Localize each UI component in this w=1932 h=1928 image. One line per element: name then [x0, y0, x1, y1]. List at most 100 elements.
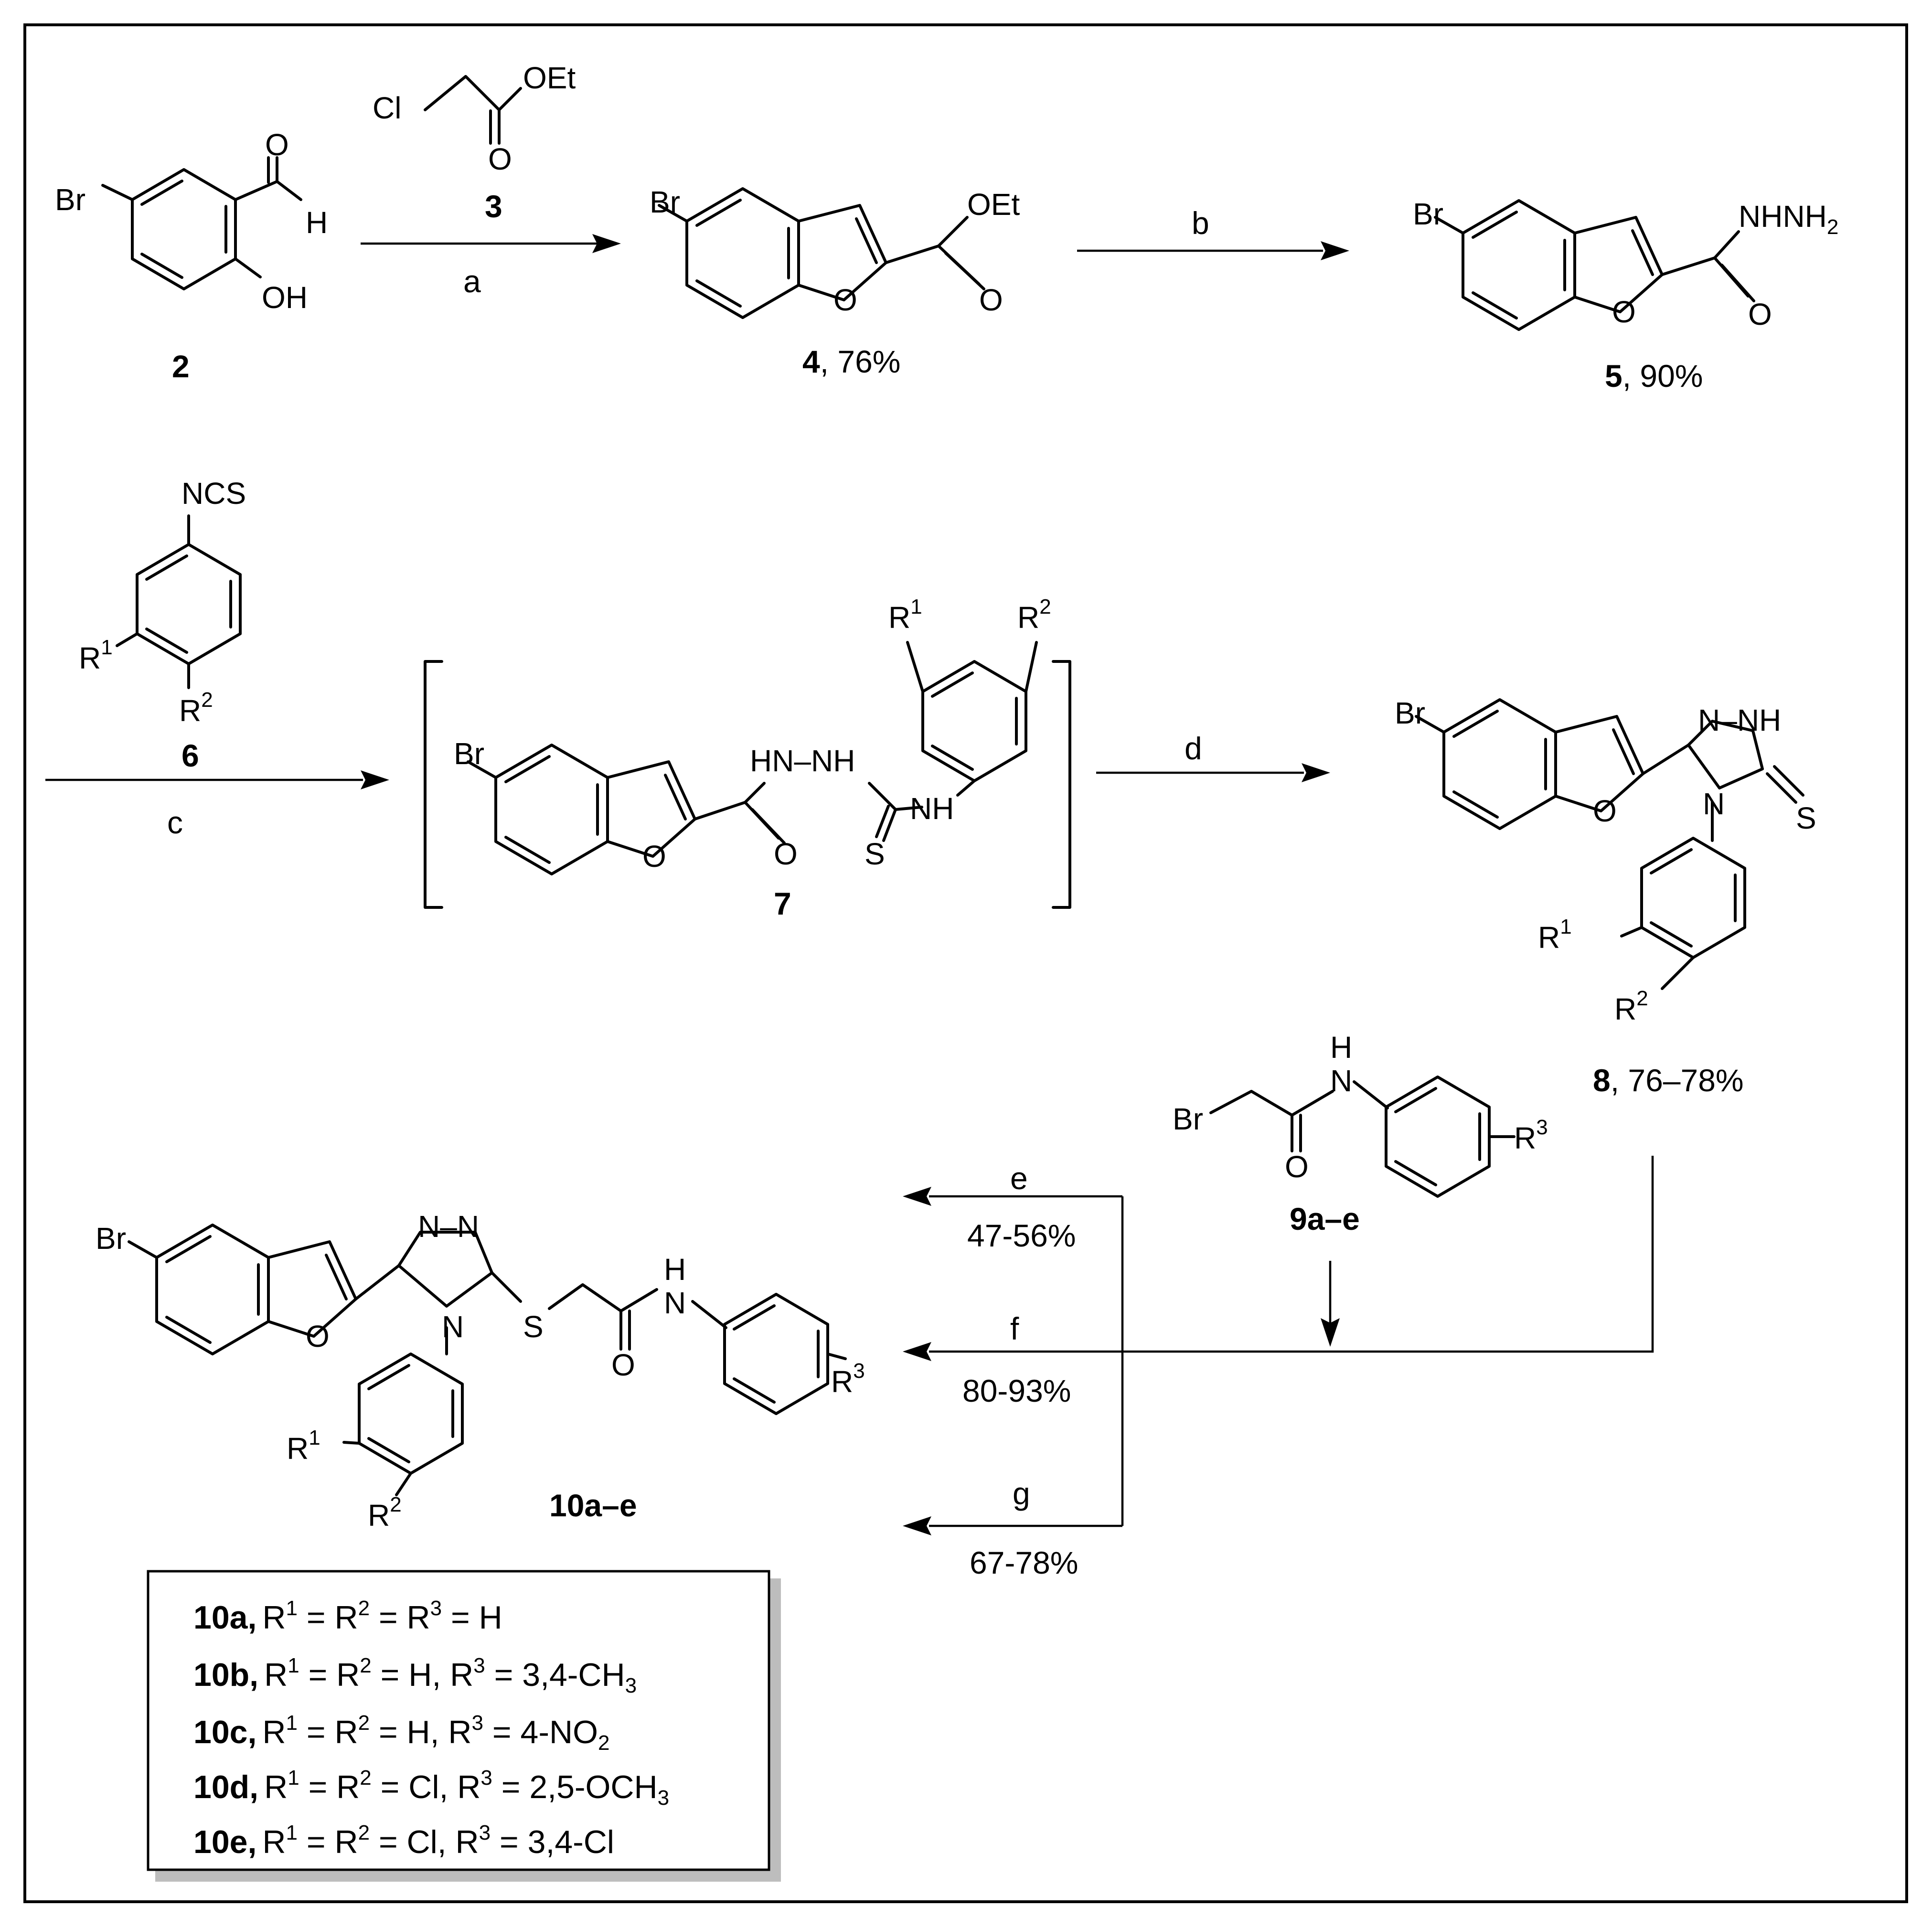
compound-8-yield: , 76–78% — [1611, 1063, 1744, 1098]
atom-n-n: N–N — [418, 1209, 479, 1244]
yield-f: 80-93% — [962, 1373, 1071, 1408]
compound-6-structure: NCS R1 R2 — [79, 476, 246, 728]
compound-8-id: 8 — [1593, 1063, 1611, 1098]
legend-rows: 10a,R1 = R2 = R3 = H 10b,R1 = R2 = H, R3… — [193, 1597, 669, 1860]
atom-o: O — [1593, 794, 1617, 828]
arrow-g — [903, 1516, 1122, 1535]
atom-n: N — [1330, 1064, 1352, 1098]
svg-text:8, 76–78%: 8, 76–78% — [1593, 1063, 1744, 1098]
legend-row: 10b,R1 = R2 = H, R3 = 3,4-CH3 — [193, 1654, 637, 1697]
compound-7-structure: Br O O HN–NH S NH R1 R2 — [454, 595, 1051, 874]
compound-4-id: 4 — [802, 344, 820, 379]
reagent-a: a — [463, 264, 481, 299]
atom-o: O — [1285, 1150, 1309, 1184]
bracket-left — [424, 660, 443, 909]
atom-r1: R1 — [888, 595, 922, 635]
reagent-d: d — [1185, 731, 1202, 766]
compound-2-structure: Br O H OH — [55, 128, 328, 315]
atom-r1: R1 — [1538, 915, 1572, 955]
atom-br: Br — [1173, 1102, 1203, 1136]
atom-r2: R2 — [1614, 987, 1648, 1026]
atom-n-nh: N–NH — [1698, 703, 1781, 737]
yield-g: 67-78% — [970, 1545, 1078, 1580]
atom-nh: NH — [910, 791, 954, 826]
arrow-from-9 — [1321, 1261, 1340, 1347]
compound-4-label: 4, 76% — [802, 344, 901, 379]
compound-3-label: 3 — [485, 189, 502, 224]
atom-o: O — [774, 837, 798, 871]
compound-3-structure: Cl OEt O — [373, 61, 576, 176]
atom-oet: OEt — [523, 61, 576, 95]
compound-5-structure: Br O NHNH2 O — [1413, 197, 1838, 331]
atom-s: S — [1796, 801, 1816, 835]
atom-n: N — [1703, 787, 1725, 821]
arrow-a — [361, 234, 621, 253]
reagent-g: g — [1013, 1476, 1030, 1511]
atom-r3: R3 — [831, 1359, 865, 1399]
compound-10-label: 10a–e — [549, 1488, 637, 1523]
connector-from-8 — [1122, 1156, 1654, 1353]
atom-r2: R2 — [368, 1493, 402, 1533]
atom-br: Br — [55, 182, 85, 217]
atom-r2: R2 — [1017, 595, 1051, 635]
atom-r3: R3 — [1514, 1116, 1548, 1155]
reagent-f: f — [1010, 1311, 1019, 1346]
compound-10-structure: Br O N–N N S H N O R3 R1 R2 — [96, 1209, 865, 1533]
atom-o: O — [979, 283, 1003, 317]
atom-o: O — [642, 839, 666, 873]
compound-5-yield: , 90% — [1622, 358, 1703, 394]
atom-oet: OEt — [967, 187, 1020, 222]
legend-row: 10a,R1 = R2 = R3 = H — [193, 1597, 502, 1636]
compound-4-structure: Br O OEt O — [650, 185, 1020, 318]
atom-h: H — [664, 1252, 686, 1287]
atom-o: O — [488, 142, 512, 176]
atom-o: O — [833, 283, 857, 317]
compound-6-label: 6 — [181, 738, 199, 773]
compound-4-yield: , 76% — [820, 344, 901, 379]
atom-nhnh2: NHNH2 — [1739, 199, 1838, 239]
legend-row: 10d,R1 = R2 = Cl, R3 = 2,5-OCH3 — [193, 1766, 669, 1810]
atom-o: O — [306, 1319, 330, 1353]
atom-h: H — [306, 205, 328, 240]
atom-o: O — [1612, 295, 1636, 329]
atom-s: S — [865, 837, 885, 871]
reagent-c: c — [167, 805, 183, 840]
atom-n: N — [664, 1286, 686, 1320]
atom-r1: R1 — [287, 1426, 320, 1466]
compound-7-label: 7 — [774, 886, 791, 921]
atom-br: Br — [650, 185, 680, 219]
atom-r2: R2 — [179, 688, 213, 728]
atom-h: H — [1330, 1030, 1352, 1065]
compound-5-id: 5 — [1605, 358, 1622, 394]
legend-row: 10e,R1 = R2 = Cl, R3 = 3,4-Cl — [193, 1821, 614, 1860]
atom-s: S — [523, 1310, 544, 1344]
reagent-e: e — [1010, 1161, 1028, 1196]
svg-text:5, 90%: 5, 90% — [1605, 358, 1703, 394]
compound-9-structure: Br H N O R3 — [1173, 1030, 1548, 1196]
atom-cl: Cl — [373, 91, 401, 125]
atom-oh: OH — [262, 280, 308, 315]
arrow-e — [903, 1187, 1122, 1206]
legend-box — [147, 1570, 770, 1871]
scheme-frame — [23, 23, 1908, 1903]
svg-text:4, 76%: 4, 76% — [802, 344, 901, 379]
arrow-c — [45, 770, 389, 789]
atom-br: Br — [454, 736, 484, 771]
compound-8-label: 8, 76–78% — [1593, 1063, 1744, 1098]
atom-n: N — [442, 1310, 464, 1344]
atom-o: O — [1748, 297, 1772, 331]
compound-5-label: 5, 90% — [1605, 358, 1703, 394]
compound-9-label: 9a–e — [1290, 1201, 1360, 1236]
atom-br: Br — [1413, 197, 1443, 231]
compound-8-structure: Br O N–NH N S R1 R2 — [1395, 696, 1816, 1026]
atom-o: O — [611, 1348, 635, 1382]
atom-br: Br — [1395, 696, 1425, 730]
bracket-right — [1052, 660, 1071, 909]
arrow-f — [903, 1342, 1122, 1361]
atom-br: Br — [96, 1221, 126, 1256]
atom-r1: R1 — [79, 636, 113, 675]
atom-hn-nh: HN–NH — [750, 744, 855, 778]
reagent-b: b — [1192, 205, 1209, 241]
atom-ncs: NCS — [181, 476, 246, 511]
